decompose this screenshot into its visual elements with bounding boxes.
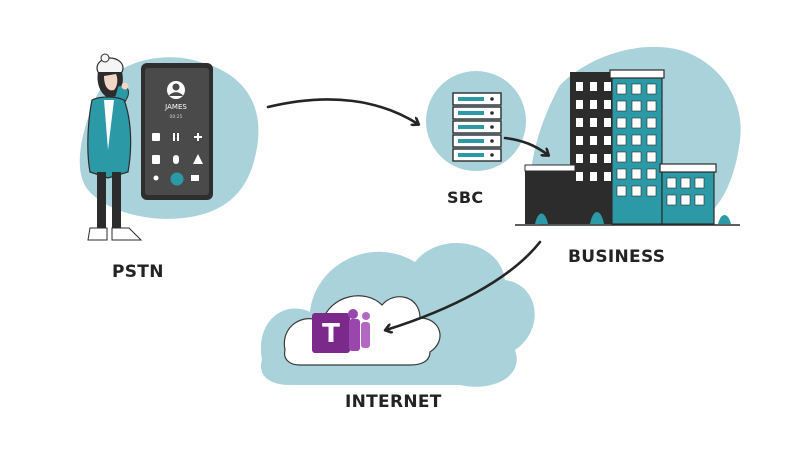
sbc-label: SBC: [447, 188, 484, 207]
arrow-business-to-internet: [386, 240, 542, 330]
caller-name: JAMES: [165, 103, 187, 111]
person-on-phone-illustration: [87, 53, 143, 241]
internet-label: INTERNET: [345, 392, 442, 412]
business-label: BUSINESS: [568, 247, 666, 267]
arrow-pstn-to-sbc: [266, 98, 418, 124]
svg-text:T: T: [322, 319, 340, 349]
call-duration: 00:25: [169, 115, 183, 120]
smartphone-icon: [141, 63, 213, 200]
teams-logo-icon: T: [312, 309, 370, 353]
business-building-icon: [515, 69, 740, 226]
pstn-label: PSTN: [112, 262, 164, 282]
sbc-server-icon: [452, 92, 502, 162]
end-call-icon: [170, 172, 184, 186]
arrow-sbc-to-business: [503, 136, 548, 155]
